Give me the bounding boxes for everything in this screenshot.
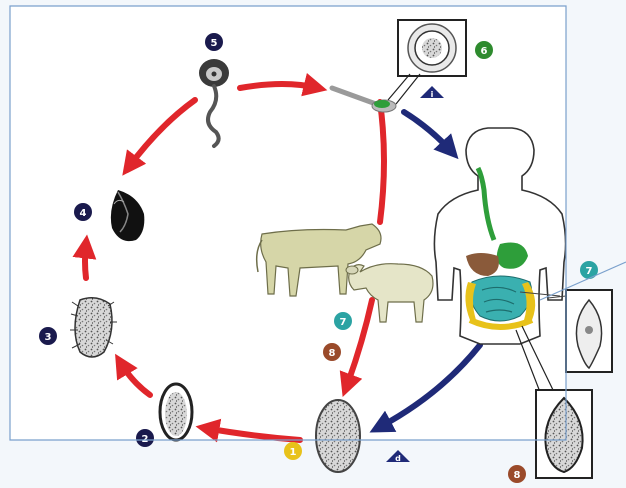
stage-badge-5: 5 bbox=[205, 33, 223, 51]
arrow-miracidium-to-snail bbox=[85, 244, 86, 278]
unembryonated-egg-illustration bbox=[316, 400, 360, 472]
badge-4-label: 4 bbox=[80, 208, 87, 219]
stage-badge-4: 4 bbox=[74, 203, 92, 221]
stage-badge-6: 6 bbox=[475, 41, 493, 59]
badge-8-animal-label: 8 bbox=[329, 348, 336, 359]
badge-8-human-label: 8 bbox=[514, 470, 521, 481]
badge-7-animal-label: 7 bbox=[340, 317, 347, 328]
badge-1-label: 1 bbox=[290, 447, 297, 458]
stage-badge-8-animal: 8 bbox=[323, 343, 341, 361]
marker-d-label: d bbox=[395, 454, 401, 463]
badge-5-label: 5 bbox=[211, 38, 218, 49]
badge-3-label: 3 bbox=[45, 332, 52, 343]
stage-badge-7-animal: 7 bbox=[334, 312, 352, 330]
embryonated-egg-illustration bbox=[160, 384, 192, 440]
badge-7-human-label: 7 bbox=[586, 266, 593, 277]
stage-badge-2: 2 bbox=[136, 429, 154, 447]
marker-i-label: i bbox=[431, 90, 434, 99]
badge-6-label: 6 bbox=[481, 46, 488, 57]
stage-badge-8-human: 8 bbox=[508, 465, 526, 483]
stage-badge-1: 1 bbox=[284, 442, 302, 460]
stage-badge-3: 3 bbox=[39, 327, 57, 345]
stage-badge-7-human: 7 bbox=[580, 261, 598, 279]
